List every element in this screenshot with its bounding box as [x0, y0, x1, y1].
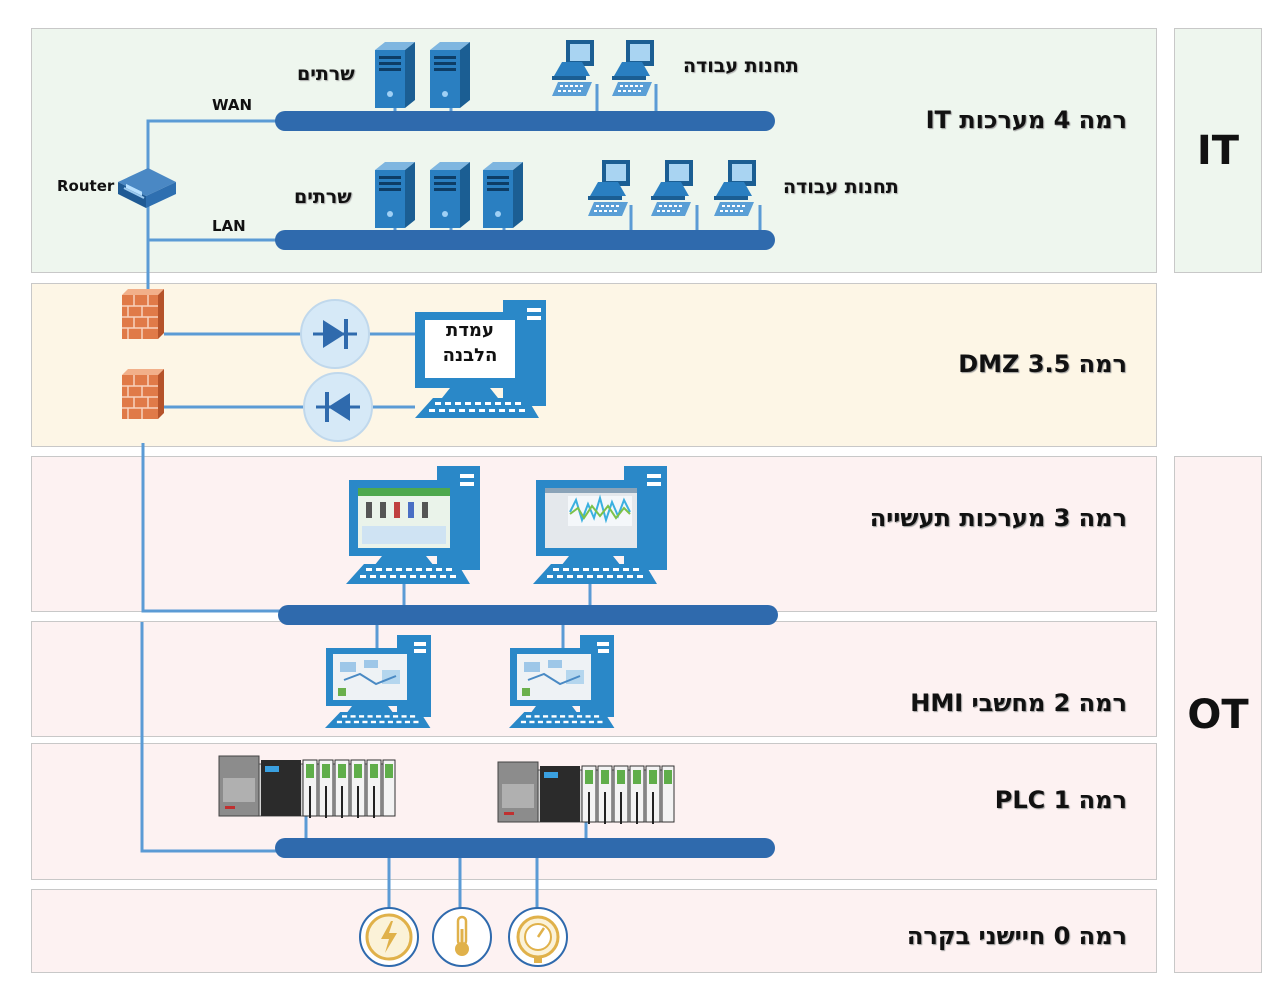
plc-rack-icon: [497, 761, 675, 825]
level3-label: רמה 3 מערכות תעשייה: [869, 504, 1127, 532]
data-diode-icon: [300, 299, 370, 369]
workstation-icon: [651, 160, 693, 216]
server-icon: [375, 162, 415, 228]
power-sensor-icon: [359, 907, 419, 967]
computer-icon: [415, 300, 546, 418]
computer-icon: [533, 466, 667, 584]
wan-label: WAN: [212, 96, 253, 114]
level2-label: רמה 2 מחשבי HMI: [910, 689, 1127, 717]
ot-zone-text: OT: [1187, 691, 1249, 738]
workstation-icon: [714, 160, 756, 216]
computer-icon: [509, 635, 615, 728]
plc-rack-icon: [218, 755, 396, 819]
level0-label: רמה 0 חיישני בקרה: [906, 922, 1127, 950]
computer-icon: [325, 635, 431, 728]
server-icon: [483, 162, 523, 228]
level1-label: רמה 1 PLC: [994, 786, 1127, 814]
it-zone-label: IT: [1174, 28, 1262, 273]
historian-label-line2: הלבנה: [442, 345, 498, 366]
servers-bottom-label: שרתים: [294, 186, 352, 208]
historian-label-line1: עמדת: [446, 320, 494, 341]
data-diode-icon: [303, 372, 373, 442]
network-buses: [275, 111, 778, 858]
level4-label: רמה 4 מערכות IT: [925, 106, 1127, 134]
workstation-icon: [588, 160, 630, 216]
servers-top-label: שרתים: [297, 63, 355, 85]
lan-label: LAN: [212, 217, 246, 235]
firewall-icon: [121, 288, 165, 340]
it-zone-text: IT: [1196, 127, 1240, 174]
workstation-icon: [552, 40, 594, 96]
pressure-gauge-icon: [508, 907, 568, 967]
firewall-icon: [121, 368, 165, 420]
server-icon: [430, 42, 470, 108]
dmz-band: [31, 283, 1157, 447]
workstations-top-label: תחנות עבודה: [683, 55, 799, 77]
computer-icon: [346, 466, 480, 584]
level0-band: [31, 889, 1157, 973]
server-icon: [430, 162, 470, 228]
server-icon: [375, 42, 415, 108]
thermometer-icon: [432, 907, 492, 967]
historian-label: עמדת הלבנה: [436, 318, 504, 368]
workstation-icon: [612, 40, 654, 96]
ot-zone-label: OT: [1174, 456, 1262, 973]
level35-label: רמה 3.5 DMZ: [958, 350, 1127, 378]
workstations-bottom-label: תחנות עבודה: [783, 176, 899, 198]
router-label: Router: [57, 177, 115, 195]
router-icon: [118, 168, 176, 208]
